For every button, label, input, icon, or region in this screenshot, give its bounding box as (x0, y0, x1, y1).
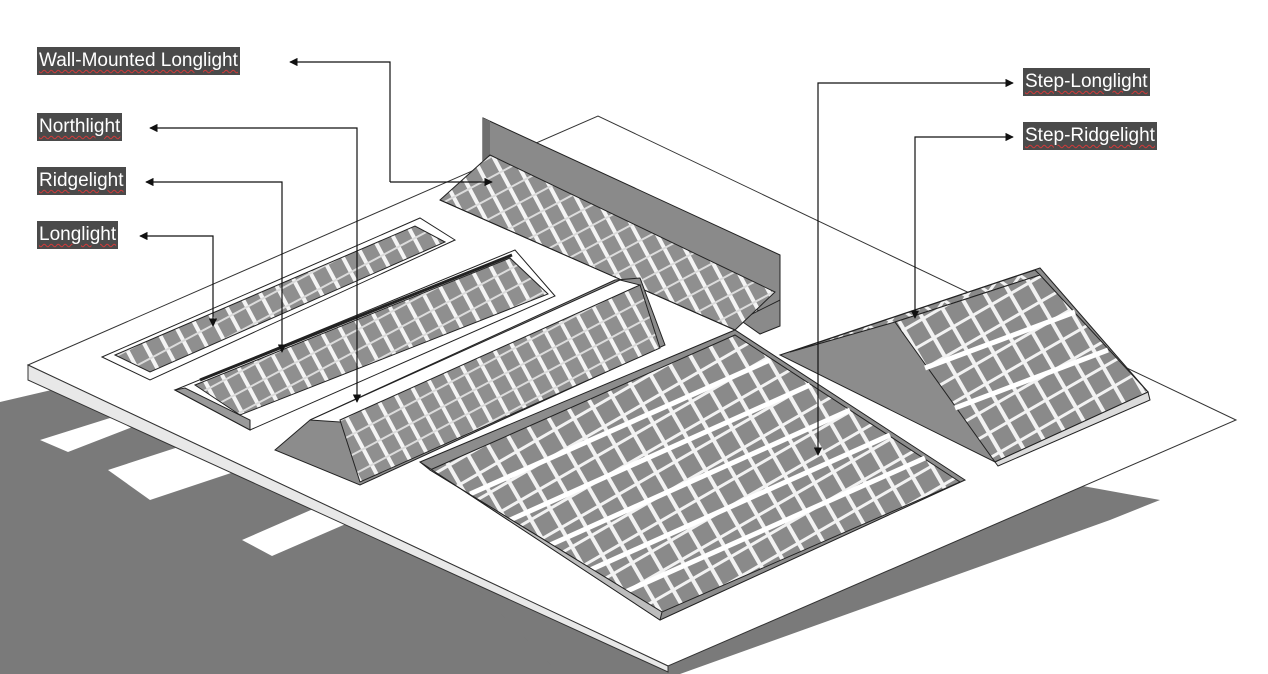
label-ridgelight: Ridgelight (37, 167, 126, 195)
step-longlight-leader (813, 78, 1014, 456)
wall-mounted-longlight-leader (289, 57, 391, 182)
step-ridgelight-leader (910, 132, 1014, 319)
label-wall-mounted-longlight: Wall-Mounted Longlight (37, 47, 240, 75)
label-northlight: Northlight (37, 113, 123, 141)
leader-lines (139, 57, 1014, 456)
label-step-longlight: Step-Longlight (1023, 68, 1150, 96)
wall-mounted-longlight-model (439, 117, 781, 335)
longlight-leader (139, 231, 218, 327)
label-step-ridgelight: Step-Ridgelight (1023, 122, 1157, 150)
northlight-leader (149, 123, 362, 403)
label-longlight: Longlight (37, 221, 119, 249)
northlight-model (274, 277, 666, 486)
ridgelight-leader (145, 177, 287, 353)
